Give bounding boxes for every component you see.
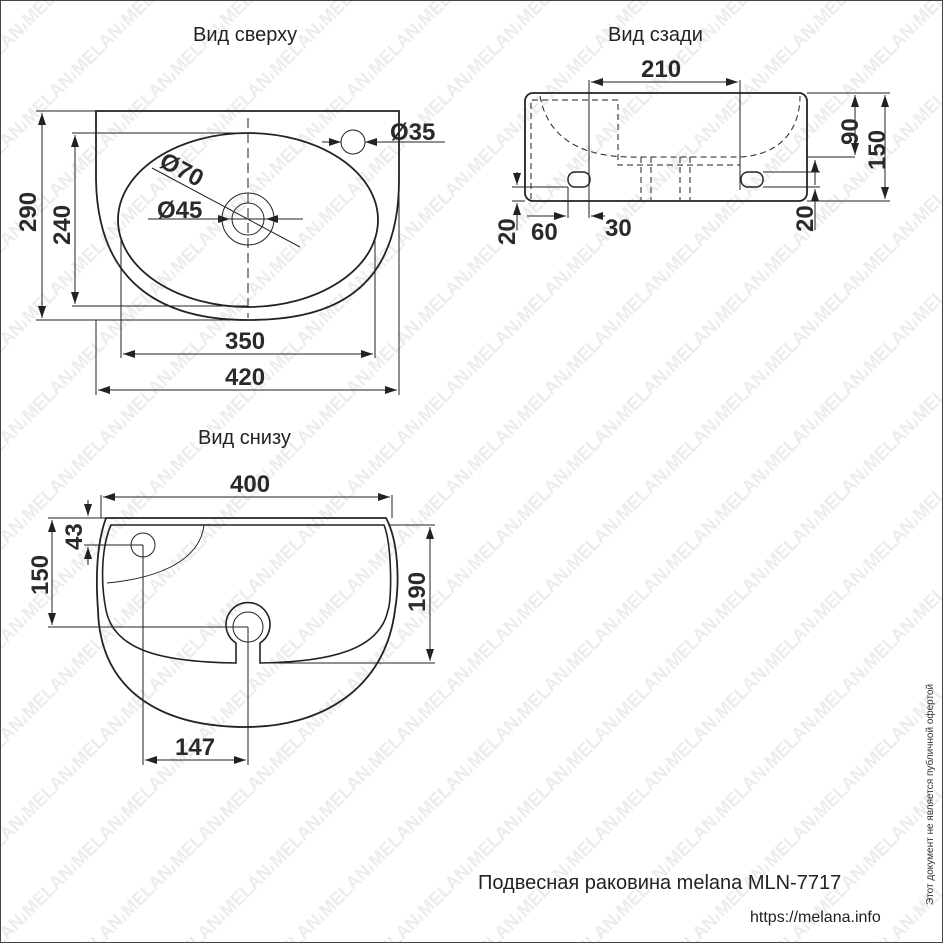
svg-text:30: 30 (605, 215, 632, 242)
svg-text:43: 43 (61, 523, 88, 550)
svg-text:150: 150 (27, 555, 54, 595)
svg-text:147: 147 (175, 734, 215, 761)
svg-text:400: 400 (230, 471, 270, 498)
back-view-title: Вид сзади (608, 24, 703, 46)
website-link[interactable]: https://melana.info (750, 909, 881, 926)
svg-text:90: 90 (837, 118, 864, 145)
svg-text:190: 190 (404, 572, 431, 612)
product-caption: Подвесная раковина melana MLN-7717 (478, 872, 842, 894)
disclaimer-text: Этот документ не является публичной офер… (925, 683, 936, 905)
svg-text:Ø35: Ø35 (390, 119, 435, 146)
svg-text:420: 420 (225, 364, 265, 391)
svg-text:150: 150 (864, 130, 891, 170)
svg-text:20: 20 (494, 218, 521, 245)
svg-text:290: 290 (15, 192, 42, 232)
svg-text:60: 60 (531, 219, 558, 246)
svg-text:20: 20 (792, 205, 819, 232)
svg-text:240: 240 (49, 205, 76, 245)
bottom-view (48, 493, 435, 765)
top-view-title: Вид сверху (193, 24, 298, 46)
top-view (36, 110, 445, 395)
svg-text:350: 350 (225, 328, 265, 355)
svg-text:210: 210 (641, 56, 681, 83)
back-view (512, 78, 890, 230)
svg-text:Ø45: Ø45 (157, 197, 202, 224)
bottom-view-title: Вид снизу (198, 427, 291, 449)
